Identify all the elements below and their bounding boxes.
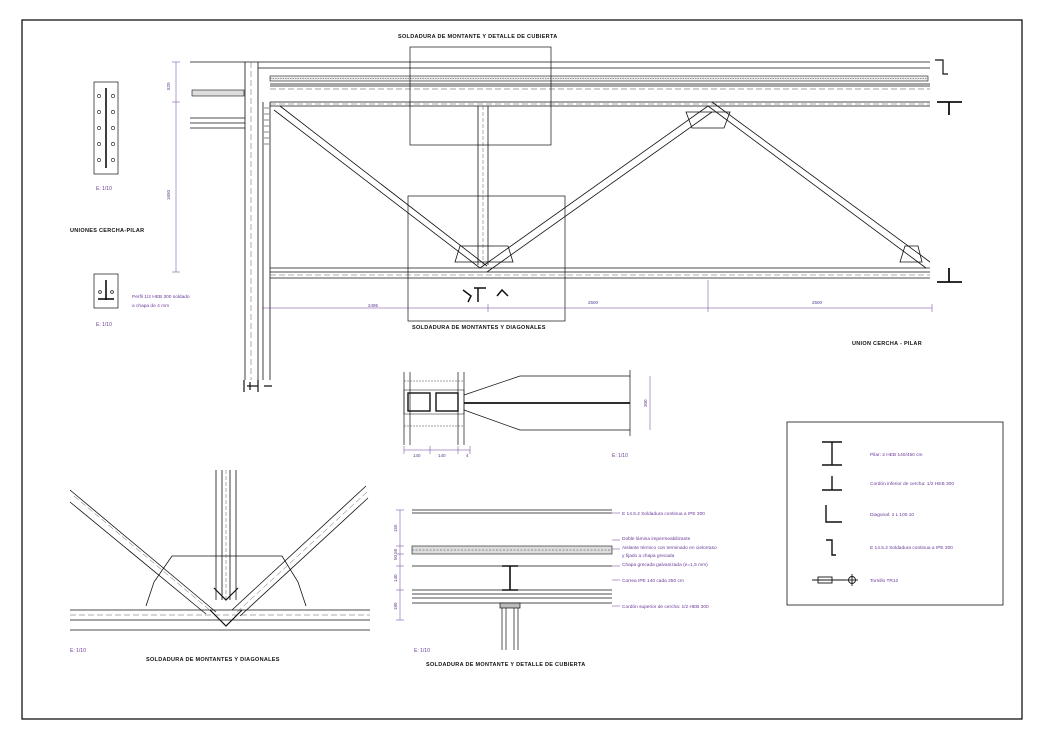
- dim-140-b: 140: [438, 453, 446, 458]
- dim-2495: 2495: [368, 303, 379, 308]
- angle-section-icon: [825, 505, 842, 523]
- truss-elevation: [190, 46, 962, 392]
- legend-label-diagonal: Diagonal: 2 L 100.10: [870, 512, 914, 518]
- sheet-border: [21, 19, 1023, 720]
- legend-label-soldadura: E 14.5.2 Soldadura continua a IPE 300: [870, 545, 953, 551]
- scale-left-1: E: 1/10: [96, 186, 112, 192]
- weld-symbol-icon: [826, 539, 836, 556]
- scale-left-2: E: 1/10: [96, 322, 112, 328]
- roof-section-detail: [411, 509, 613, 650]
- scale-bottom-left: E: 1/10: [70, 648, 86, 654]
- t-section-detail: [93, 273, 119, 309]
- dim-1650: 1650: [166, 189, 171, 200]
- note-perfil: Perfil 1/2 HEB 300 soldado: [132, 294, 190, 300]
- legend-box: [786, 421, 1004, 606]
- roof-section-leaders: [396, 509, 620, 621]
- dim-v50: 50 50: [393, 548, 398, 560]
- dim-140-a: 140: [413, 453, 421, 458]
- title-top-center: SOLDADURA DE MONTANTE Y DETALLE DE CUBIE…: [398, 34, 557, 40]
- bolted-plate-detail: [93, 81, 119, 175]
- note-correa: Correa IPE 140 cada 250 cm: [622, 578, 684, 584]
- title-left-block: UNIONES CERCHA-PILAR: [70, 228, 144, 234]
- dim-v140: 140: [393, 574, 398, 582]
- note-soldadura: E 14.5.2 Soldadura continua a IPE 300: [622, 511, 705, 517]
- note-perfil-2: a chapa de 4 mm: [132, 303, 169, 309]
- legend-label-cordon-inferior: Cordón inferior de cercha: 1/2 HEB 300: [870, 481, 954, 487]
- column-beam-connection-detail: [403, 370, 631, 445]
- i-beam-icon: [822, 441, 842, 466]
- note-lamina: Doble lámina impermeabilizante: [622, 536, 691, 542]
- legend-label-tornillo: Tornillo TR12: [870, 578, 899, 584]
- connection-dims: [403, 376, 651, 454]
- bolt-icon: [812, 574, 858, 586]
- t-section-icon: [822, 476, 842, 491]
- dim-v155: 155: [393, 524, 398, 532]
- dim-4: 4: [466, 453, 469, 458]
- title-bottom-left: SOLDADURA DE MONTANTES Y DIAGONALES: [146, 657, 280, 663]
- dim-2500-b: 2500: [812, 300, 823, 305]
- dim-v180: 180: [393, 602, 398, 610]
- dim-300: 300: [643, 399, 648, 407]
- note-chapa: Chapa grecada galvanizada (e=1,5 mm): [622, 562, 708, 568]
- dim-2500-a: 2500: [588, 300, 599, 305]
- scale-bottom-center: E: 1/10: [414, 648, 430, 654]
- dim-520: 520: [166, 82, 171, 90]
- title-right-block: UNION CERCHA - PILAR: [852, 341, 922, 347]
- note-aislante-2: y fijado a chapa grecada: [622, 553, 675, 559]
- weld-detail-bottom-left: [69, 470, 370, 631]
- scale-mid: E: 1/10: [612, 453, 628, 459]
- dimension-lines: [172, 61, 933, 312]
- legend-icons: [812, 441, 858, 586]
- title-mid-center: SOLDADURA DE MONTANTES Y DIAGONALES: [412, 325, 546, 331]
- note-aislante: Aislante térmico con terminado en cielor…: [622, 545, 717, 551]
- legend-label-pilar: Pilar: 2 HEB 140/450 cm: [870, 452, 923, 458]
- title-bottom-center: SOLDADURA DE MONTANTE Y DETALLE DE CUBIE…: [426, 662, 585, 668]
- note-cordon-superior: Cordón superior de cercha: 1/2 HEB 300: [622, 604, 709, 610]
